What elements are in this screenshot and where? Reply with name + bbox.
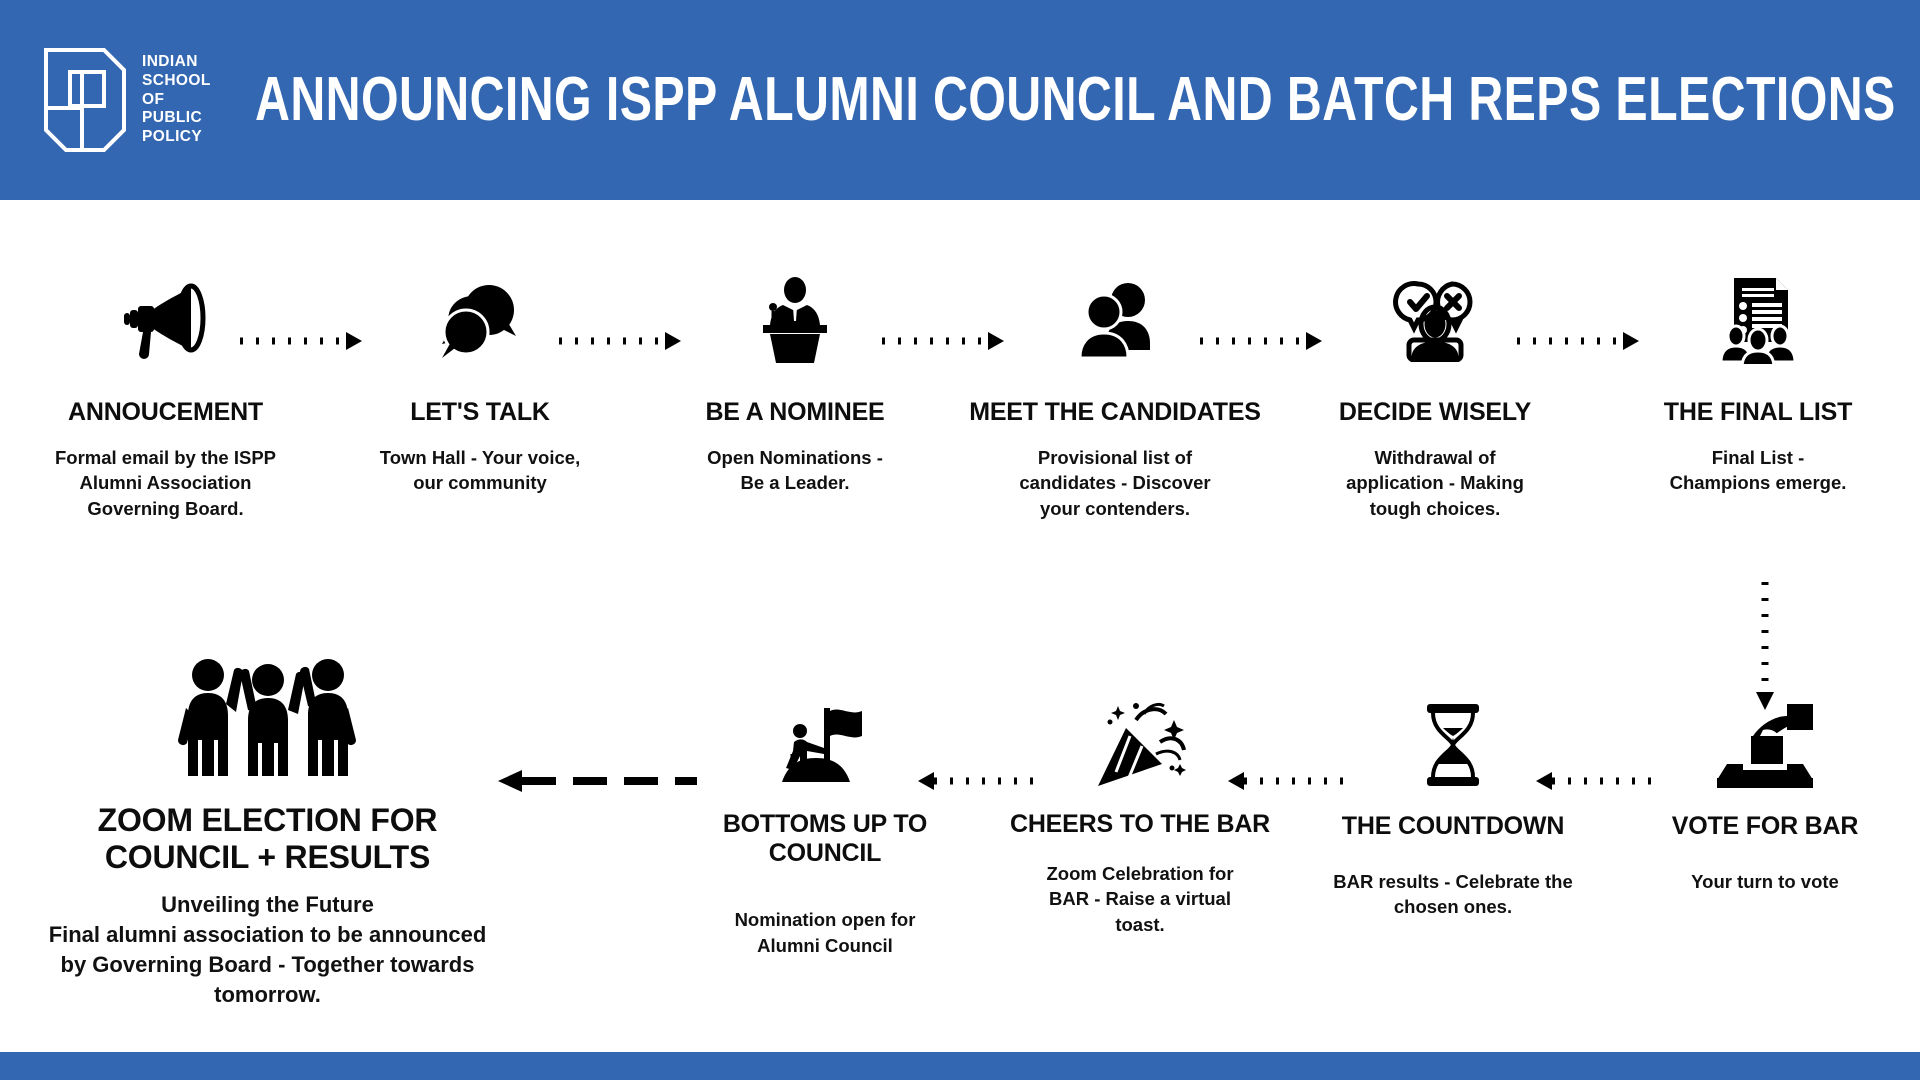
logo-word-line-4: POLICY: [142, 128, 203, 146]
flag-planting-icon: [680, 700, 970, 790]
step-description: Open Nominations - Be a Leader.: [707, 446, 883, 494]
step-title: THE FINAL LIST: [1663, 398, 1853, 426]
step-title: DECIDE WISELY: [1338, 398, 1532, 426]
ispp-document-p-logo-icon: [42, 46, 128, 154]
person-approve-reject-icon: [1285, 268, 1585, 372]
step-cheers-to-the-bar: CHEERS TO THE BAR Zoom Celebration for B…: [995, 700, 1285, 937]
connector-arrow-2: [557, 330, 687, 352]
step-lets-talk: LET'S TALK Town Hall - Your voice, our c…: [330, 268, 630, 496]
connector-arrow-5: [1515, 330, 1645, 352]
step-description: Withdrawal of application - Making tough…: [1346, 446, 1524, 519]
step-title: VOTE FOR BAR: [1671, 812, 1859, 840]
step-the-countdown: THE COUNTDOWN BAR results - Celebrate th…: [1308, 700, 1598, 920]
page-title: ANNOUNCING ISPP ALUMNI COUNCIL AND BATCH…: [254, 65, 1896, 134]
step-vote-for-bar: VOTE FOR BAR Your turn to vote: [1620, 700, 1910, 894]
connector-arrow-down: [1754, 580, 1776, 721]
hourglass-icon: [1308, 700, 1598, 790]
logo-word-line-2: SCHOOL: [142, 71, 211, 89]
step-annoucement: ANNOUCEMENT Formal email by the ISPP Alu…: [13, 268, 318, 521]
step-title: BOTTOMS UP TO COUNCIL: [722, 810, 928, 867]
step-description: Provisional list of candidates - Discove…: [1019, 446, 1211, 519]
step-title: MEET THE CANDIDATES: [969, 398, 1261, 426]
two-people-icon: [965, 268, 1265, 372]
step-description: Your turn to vote: [1691, 870, 1839, 892]
connector-arrow-4: [1198, 330, 1328, 352]
step-description: Zoom Celebration for BAR - Raise a virtu…: [1046, 862, 1234, 935]
step-meet-the-candidates: MEET THE CANDIDATES Provisional list of …: [965, 268, 1265, 521]
connector-arrow-3: [880, 330, 1010, 352]
step-title: CHEERS TO THE BAR: [1009, 810, 1271, 838]
step-description: Town Hall - Your voice, our community: [379, 446, 581, 494]
podium-speaker-icon: [645, 268, 945, 372]
ispp-logo: INDIAN SCHOOL OF PUBLIC POLICY: [42, 46, 211, 154]
connector-arrow-6: [492, 770, 702, 792]
step-decide-wisely: DECIDE WISELY Withdrawal of application …: [1285, 268, 1585, 521]
connector-arrow-8: [1222, 770, 1352, 792]
step-be-a-nominee: BE A NOMINEE Open Nominations - Be a Lea…: [645, 268, 945, 496]
step-title: ZOOM ELECTION FOR COUNCIL + RESULTS: [97, 802, 438, 875]
step-description: BAR results - Celebrate the chosen ones.: [1333, 870, 1573, 918]
ispp-logo-wordmark: INDIAN SCHOOL OF PUBLIC POLICY: [142, 53, 211, 148]
footer-bar: [0, 1052, 1920, 1080]
connector-arrow-9: [1530, 770, 1660, 792]
megaphone-icon: [13, 268, 318, 372]
step-description: Final List - Champions emerge.: [1669, 446, 1847, 494]
step-title: LET'S TALK: [410, 398, 550, 426]
logo-word-line-3: OF PUBLIC: [142, 90, 203, 127]
step-description: Nomination open for Alumni Council: [734, 909, 916, 956]
logo-word-line-1: INDIAN: [142, 52, 198, 70]
party-popper-icon: [995, 700, 1285, 790]
document-people-list-icon: [1608, 268, 1908, 372]
step-zoom-election-results: ZOOM ELECTION FOR COUNCIL + RESULTS Unve…: [30, 645, 505, 1010]
step-title: BE A NOMINEE: [705, 398, 885, 426]
step-title: THE COUNTDOWN: [1341, 812, 1565, 840]
speech-bubbles-icon: [330, 268, 630, 372]
header-banner: INDIAN SCHOOL OF PUBLIC POLICY ANNOUNCIN…: [0, 0, 1920, 200]
step-title: ANNOUCEMENT: [67, 398, 264, 426]
step-the-final-list: THE FINAL LIST Final List - Champions em…: [1608, 268, 1908, 496]
connector-arrow-7: [912, 770, 1042, 792]
step-description: Unveiling the Future Final alumni associ…: [48, 891, 487, 1007]
step-bottoms-up-to-council: BOTTOMS UP TO COUNCIL Nomination open fo…: [680, 700, 970, 958]
connector-arrow-1: [238, 330, 368, 352]
ballot-box-vote-icon: [1620, 700, 1910, 790]
celebrating-team-icon: [30, 645, 505, 780]
step-description: Formal email by the ISPP Alumni Associat…: [54, 446, 277, 519]
